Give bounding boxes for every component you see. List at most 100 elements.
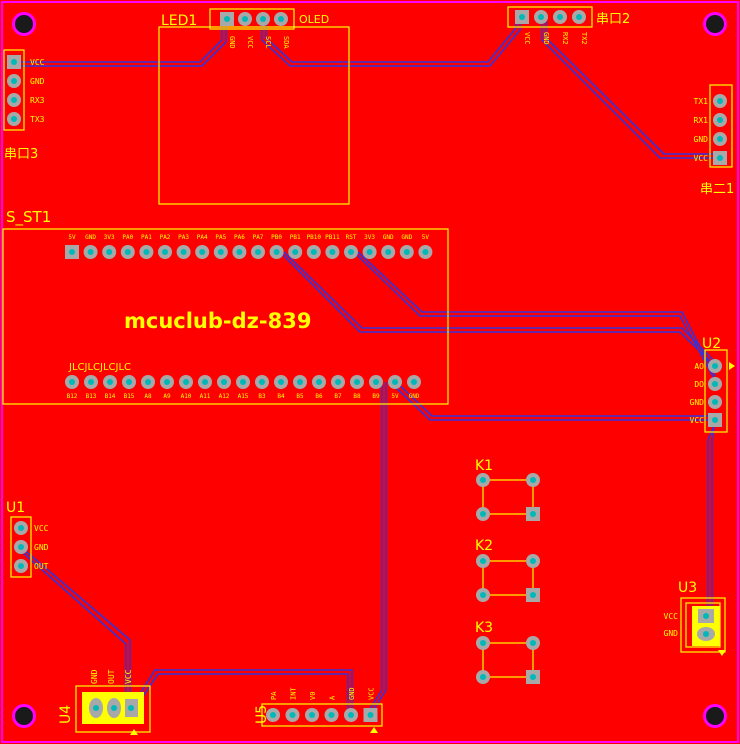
pad-hole	[480, 640, 486, 646]
pin-label: A11	[200, 393, 211, 400]
pin-label: GND	[228, 36, 236, 49]
pad-hole	[164, 379, 170, 385]
sst1-bottom-pin	[350, 375, 364, 389]
button-pin	[526, 636, 540, 650]
sst1-top-pin	[195, 245, 210, 259]
pin-label: B3	[258, 393, 266, 400]
pad-hole	[480, 592, 486, 598]
pin-label: B8	[353, 393, 361, 400]
pin-label: 3V3	[364, 234, 375, 241]
sst1-bottom-pin	[103, 375, 117, 389]
k2-outline	[482, 560, 534, 596]
header-outline	[3, 49, 25, 131]
pin-label: DO	[694, 380, 704, 389]
pad-hole	[366, 249, 373, 255]
k3-ref: K3	[475, 620, 493, 636]
pin-label: TX2	[580, 32, 588, 45]
pad-hole	[242, 16, 248, 22]
pad-hole	[106, 249, 113, 255]
sst1-top-pin	[139, 245, 154, 259]
trace	[357, 251, 716, 377]
pad-hole	[217, 249, 224, 255]
pad-hole	[124, 249, 131, 255]
pin-label: VCC	[246, 36, 254, 49]
pin-label: A	[329, 695, 337, 700]
pin-label: PB1	[290, 234, 301, 241]
uart1-pin	[713, 113, 727, 127]
trace	[14, 18, 227, 67]
pad-hole	[11, 97, 17, 103]
uart2-pin	[515, 10, 529, 24]
pin-label: PA7	[253, 234, 264, 241]
sst1-bottom-pin	[407, 375, 421, 389]
uart1-pin	[713, 132, 727, 146]
pin-label: SDA	[282, 36, 290, 49]
sst1-top-pin	[381, 245, 396, 259]
oled-outline	[158, 26, 350, 205]
pin-label: RX1	[694, 116, 709, 125]
trace	[367, 384, 383, 713]
pin-label: GND	[664, 629, 679, 638]
button-pin	[526, 507, 540, 521]
pad-hole	[717, 98, 723, 104]
pad-hole	[480, 558, 486, 564]
pin-label: PA0	[122, 234, 133, 241]
u4-pad-hole	[111, 705, 117, 711]
uart3-pin	[7, 112, 21, 126]
pads	[7, 10, 727, 722]
pad-hole	[530, 477, 536, 483]
sst1-top-pin	[176, 245, 191, 259]
pin-label: B14	[105, 393, 116, 400]
sst1-bottom-pin	[236, 375, 250, 389]
k1-ref: K1	[475, 458, 493, 474]
header-outline	[209, 8, 295, 30]
pad-hole	[328, 712, 335, 718]
pin1-marker	[729, 362, 735, 370]
u3-ref: U3	[678, 580, 697, 596]
pad-hole	[530, 640, 536, 646]
pad-hole	[199, 249, 206, 255]
u5-pin	[324, 708, 339, 722]
pin-label: 5V	[391, 393, 399, 400]
sst1-top-pin	[418, 245, 433, 259]
button-pin	[476, 554, 490, 568]
pad-hole	[717, 136, 723, 142]
trace	[136, 673, 349, 712]
pin-label: B5	[296, 393, 304, 400]
k3-outline	[482, 642, 534, 678]
pad-hole	[348, 249, 354, 255]
pad-hole	[236, 249, 243, 255]
u1-pin	[14, 540, 28, 554]
pad-hole	[310, 249, 317, 255]
pad-hole	[538, 14, 544, 20]
pad-hole	[162, 249, 168, 255]
pad-hole	[180, 249, 187, 255]
u3-pad-hole	[703, 631, 709, 637]
sst1-bottom-pin	[331, 375, 345, 389]
pin-label: PA5	[215, 234, 226, 241]
pad-hole	[202, 379, 208, 385]
pad-hole	[18, 544, 24, 550]
silkscreen	[2, 6, 733, 733]
pad-hole	[224, 16, 230, 22]
uart2-pin	[572, 10, 586, 24]
pad-hole	[329, 249, 336, 255]
pin-label: VCC	[523, 32, 531, 45]
sst1-bottom-pin	[141, 375, 155, 389]
pad-hole	[557, 14, 563, 20]
pad-hole	[289, 712, 296, 718]
pad-hole	[316, 379, 322, 385]
pin-label: PA	[270, 691, 278, 700]
pin-label: B15	[124, 393, 135, 400]
button-pin	[476, 670, 490, 684]
pad-hole	[367, 712, 374, 718]
pad-hole	[348, 712, 354, 718]
designators: LED1 OLED 串口2 串口3 串二1 S_ST1 mcuclub-dz-8…	[4, 12, 734, 724]
uart3-pin	[7, 74, 21, 88]
sst1-top-pin	[362, 245, 377, 259]
u5-pin	[363, 708, 378, 722]
sst1-top-pin	[102, 245, 117, 259]
